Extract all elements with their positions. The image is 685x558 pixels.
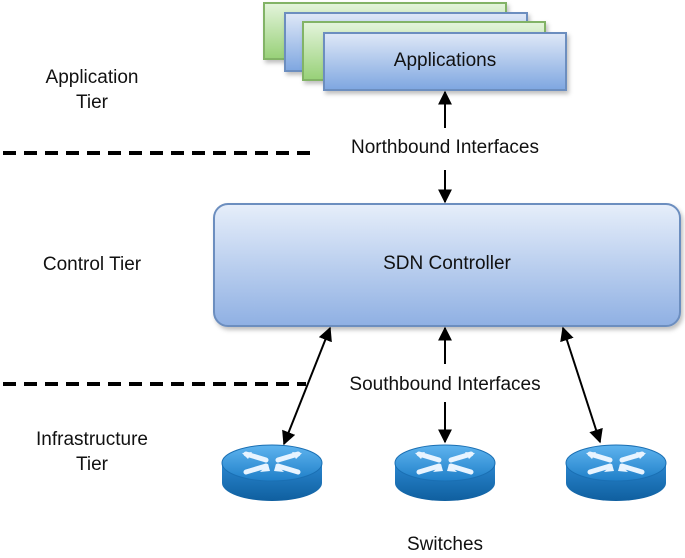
application-tier-line2: Tier xyxy=(75,91,109,113)
sdn-controller-box xyxy=(213,203,681,327)
switch-icon xyxy=(394,444,496,501)
southbound-arrow-right xyxy=(560,326,603,444)
control-tier-label: Control Tier xyxy=(42,254,142,275)
infrastructure-tier-line2: Tier xyxy=(75,453,109,475)
switch-icon xyxy=(565,444,667,501)
applications-box xyxy=(323,32,567,91)
application-tier-line1: Application xyxy=(45,67,139,88)
application-tier-label: Application Tier xyxy=(12,66,172,115)
infrastructure-tier-label: Infrastructure Tier xyxy=(12,428,172,477)
applications-label: Applications xyxy=(393,50,497,71)
northbound-interfaces-label: Northbound Interfaces xyxy=(332,136,558,161)
southbound-interfaces-label: Southbound Interfaces xyxy=(328,373,562,398)
applications-stack xyxy=(263,2,567,91)
switches-label: Switches xyxy=(406,534,484,555)
infrastructure-tier-line1: Infrastructure xyxy=(36,429,148,450)
southbound-arrow-left xyxy=(282,326,332,446)
switch-icon xyxy=(221,444,323,501)
sdn-controller-label: SDN Controller xyxy=(383,253,511,274)
